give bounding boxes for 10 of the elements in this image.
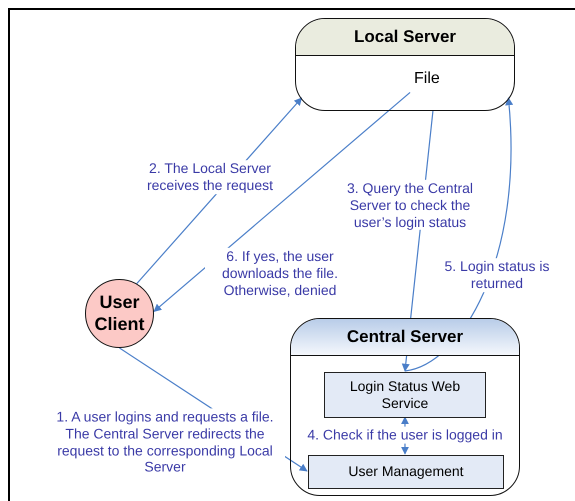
- process-box: Login Status Web Service: [324, 372, 486, 418]
- container-title: Local Server: [354, 27, 456, 47]
- container-title: Central Server: [346, 327, 464, 347]
- body-text: File: [414, 70, 440, 88]
- client-circle: User Client: [85, 279, 154, 348]
- edge-label: 4. Check if the user is logged in: [307, 426, 503, 444]
- server-container: [295, 18, 515, 111]
- arrow: [153, 92, 410, 312]
- process-box: User Management: [308, 455, 504, 489]
- server-container: [290, 318, 520, 496]
